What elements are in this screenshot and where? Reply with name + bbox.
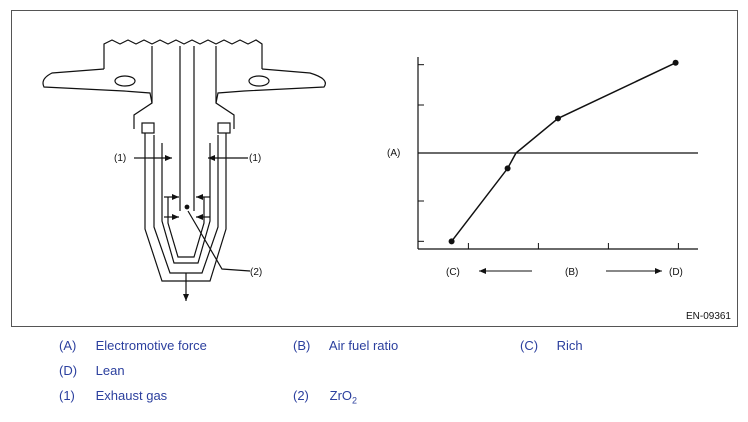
axis-label-a: (A) xyxy=(387,148,400,159)
legend-label-2-main: ZrO xyxy=(329,388,353,403)
sensor-housing xyxy=(133,46,235,129)
legend-label-2: ZrO2 xyxy=(329,388,358,406)
seal-left xyxy=(141,122,155,134)
legend-key-b: (B) xyxy=(293,338,311,353)
x-axis-ticks xyxy=(467,243,679,249)
callout-exhaust-left: (1) xyxy=(114,153,126,164)
flange-bolt-right xyxy=(248,75,270,87)
oxygen-sensor-drawing xyxy=(42,39,326,301)
legend-label-a: Electromotive force xyxy=(95,338,207,353)
axis-label-b: (B) xyxy=(565,267,578,278)
output-graph xyxy=(417,57,698,274)
legend-label-c: Rich xyxy=(556,338,583,353)
zro2-element xyxy=(161,143,211,264)
legend-item-d: (D) Lean xyxy=(59,363,125,378)
diagram-figure: (1) (1) (2) (A) (C) (B) (D) EN-09361 xyxy=(11,10,738,327)
curve-point-1 xyxy=(448,238,455,245)
zro2-leader xyxy=(187,210,251,272)
curve-point-3 xyxy=(555,115,561,122)
legend-item-1: (1) Exhaust gas xyxy=(59,388,167,403)
curve-point-2 xyxy=(504,165,511,172)
diagram-canvas: (1) (1) (2) (A) (C) (B) (D) xyxy=(42,39,698,301)
protection-tube-inner xyxy=(153,135,219,274)
legend-key-d: (D) xyxy=(59,363,78,378)
legend-item-c: (C) Rich xyxy=(520,338,583,353)
legend-key-2: (2) xyxy=(293,388,309,403)
curve-point-4 xyxy=(672,59,679,66)
flange-bolt-left xyxy=(114,75,136,87)
legend-item-a: (A) Electromotive force xyxy=(59,338,207,353)
zro2-inner xyxy=(167,197,205,258)
seal-right xyxy=(217,122,231,134)
legend-key-a: (A) xyxy=(59,338,77,353)
legend-item-b: (B) Air fuel ratio xyxy=(293,338,398,353)
sensor-hex-top xyxy=(103,39,263,69)
callout-exhaust-right: (1) xyxy=(249,153,261,164)
legend-item-2: (2) ZrO2 xyxy=(293,388,357,406)
legend-label-d: Lean xyxy=(95,363,125,378)
legend-key-c: (C) xyxy=(520,338,539,353)
legend-label-1: Exhaust gas xyxy=(95,388,168,403)
callout-zro2: (2) xyxy=(250,267,262,278)
legend-label-b: Air fuel ratio xyxy=(328,338,399,353)
label-lean: (D) xyxy=(669,267,683,278)
label-rich: (C) xyxy=(446,267,460,278)
legend-label-2-sub: 2 xyxy=(352,395,358,406)
emf-curve-points xyxy=(448,59,679,245)
legend-key-1: (1) xyxy=(59,388,75,403)
emf-curve xyxy=(451,62,676,242)
sensor-center-dot xyxy=(184,204,190,210)
figure-code: EN-09361 xyxy=(685,311,731,322)
sensor-flange xyxy=(42,68,326,104)
